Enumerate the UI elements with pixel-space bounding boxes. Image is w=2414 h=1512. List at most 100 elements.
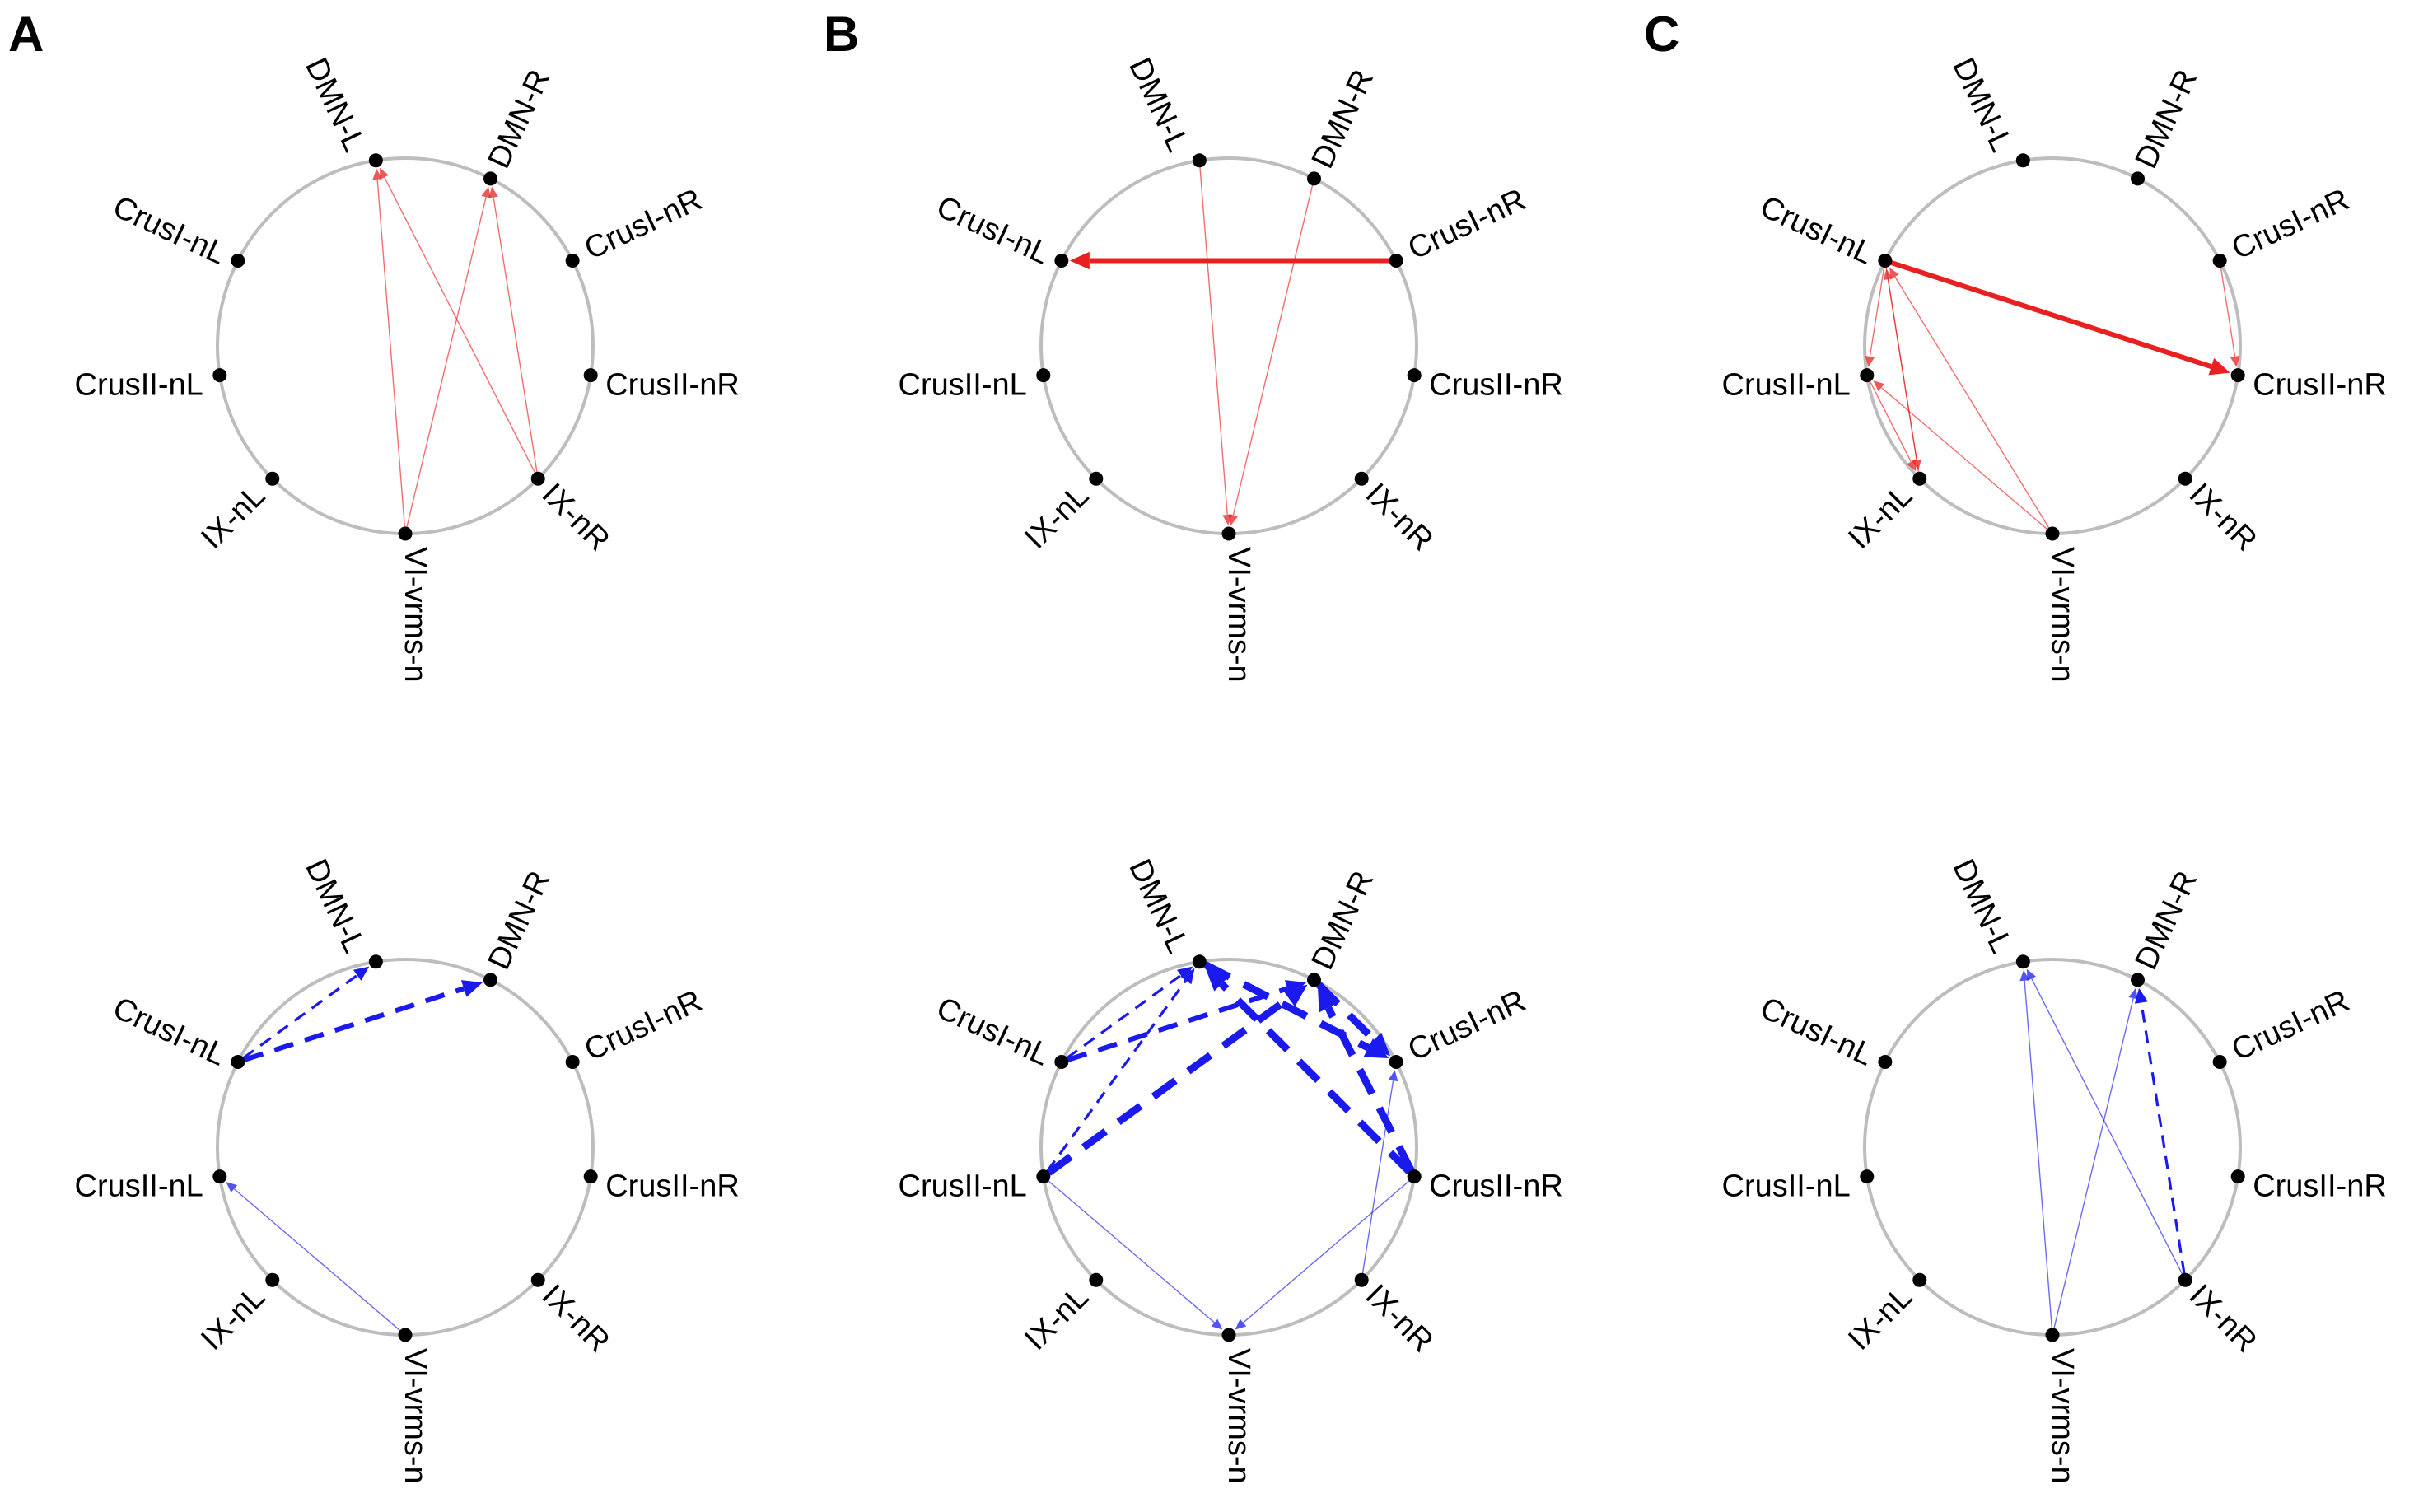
node-ix-nr [2178, 471, 2192, 486]
node-label-dmn-r: DMN-R [2129, 64, 2205, 174]
arrowhead-crusii-nr [2230, 356, 2240, 367]
arrowhead-vi-vrms-n [1235, 1318, 1247, 1330]
node-dmn-l [368, 954, 383, 969]
node-ix-nr [530, 1272, 545, 1287]
node-crusi-nr [1389, 253, 1403, 268]
node-label-crusii-nr: CrusII-nR [1429, 1169, 1563, 1204]
node-crusi-nl [231, 1054, 245, 1069]
node-ix-nl [1089, 471, 1104, 486]
node-label-crusi-nr: CrusI-nR [2226, 182, 2355, 266]
edge-crusii-nr-to-dmn-l [1219, 981, 1412, 1175]
node-dmn-r [1307, 171, 1322, 186]
arrowhead-ix-nl [1907, 460, 1917, 472]
node-label-dmn-r: DMN-R [2129, 866, 2205, 975]
node-vi-vrms-n [2045, 526, 2060, 541]
edge-vi-vrms-n-to-dmn-r [406, 197, 487, 528]
node-label-crusii-nl: CrusII-nL [75, 368, 203, 403]
node-crusi-nl [1054, 1054, 1069, 1069]
node-crusi-nr [565, 1054, 580, 1069]
arrowhead-dmn-l [353, 966, 370, 981]
node-crusii-nr [2230, 1169, 2245, 1184]
node-crusii-nr [583, 1169, 598, 1184]
edge-vi-vrms-n-to-dmn-l [2024, 980, 2053, 1329]
node-crusi-nl [1054, 253, 1069, 268]
node-label-vi-vrms-n: VI-vrms-n [2045, 1348, 2080, 1484]
node-label-ix-nl: IX-nL [1018, 1280, 1095, 1357]
node-crusii-nl [212, 1169, 227, 1184]
edge-crusii-nr-to-vi-vrms-n [1243, 1180, 1410, 1323]
arrowhead-dmn-r [460, 980, 483, 997]
node-dmn-r [483, 171, 498, 186]
node-label-vi-vrms-n: VI-vrms-n [398, 1348, 432, 1484]
node-crusi-nl [231, 253, 245, 268]
node-vi-vrms-n [1221, 1328, 1236, 1342]
node-label-crusii-nr: CrusII-nR [605, 1169, 740, 1204]
edge-crusi-nl-to-dmn-r [1067, 986, 1289, 1062]
arrowhead-dmn-l [1180, 968, 1195, 985]
node-label-ix-nr: IX-nR [1359, 477, 1440, 558]
node-label-dmn-l: DMN-L [1122, 854, 1195, 959]
arrowhead-dmn-l [379, 167, 389, 180]
edge-vi-vrms-n-to-crusi-nl [1894, 276, 2050, 529]
node-dmn-r [483, 973, 498, 987]
arrowhead-dmn-r [1282, 984, 1308, 1007]
node-label-crusi-nl: CrusI-nL [932, 189, 1055, 272]
connectivity-graphs: DMN-L DMN-R CrusI-nR CrusII-nR IX-nR VI-vrms-… [75, 53, 2387, 1484]
node-crusii-nr [2230, 368, 2245, 383]
node-crusi-nl [1878, 253, 1893, 268]
node-label-vi-vrms-n: VI-vrms-n [2045, 547, 2080, 683]
arrowhead-dmn-l [2026, 968, 2036, 981]
arrowhead-crusii-nr [2208, 357, 2230, 376]
node-ix-nr [2178, 1272, 2192, 1287]
node-label-dmn-r: DMN-R [482, 866, 558, 975]
arrowhead-crusii-nl [1865, 356, 1875, 367]
arrowhead-vi-vrms-n [1211, 1318, 1223, 1330]
node-crusi-nl [1878, 1054, 1893, 1069]
node-label-crusi-nl: CrusI-nL [1755, 189, 1879, 272]
edge-ix-nr-to-dmn-l [2031, 978, 2183, 1275]
node-label-ix-nl: IX-nL [194, 478, 272, 556]
edge-vi-vrms-n-to-dmn-l [376, 179, 406, 528]
node-crusii-nl [1860, 368, 1875, 383]
node-crusi-nr [565, 253, 580, 268]
node-label-crusii-nl: CrusII-nL [1722, 1169, 1851, 1204]
node-label-crusii-nl: CrusII-nL [899, 368, 1027, 403]
node-label-ix-nl: IX-nL [1018, 478, 1095, 556]
node-label-crusii-nl: CrusII-nL [75, 1169, 203, 1204]
node-vi-vrms-n [398, 526, 413, 541]
arrowhead-dmn-r [481, 186, 491, 198]
node-label-crusi-nl: CrusI-nL [108, 189, 231, 272]
node-label-ix-nl: IX-nL [1842, 478, 1919, 556]
node-crusii-nl [1036, 1169, 1051, 1184]
edge-ix-nr-to-dmn-l [384, 176, 536, 474]
node-crusii-nl [1036, 368, 1051, 383]
node-label-ix-nr: IX-nR [2183, 477, 2263, 558]
node-crusii-nr [1407, 1169, 1422, 1184]
edge-crusi-nl-to-crusii-nl [1869, 267, 1885, 357]
node-vi-vrms-n [398, 1328, 413, 1342]
node-label-crusi-nl: CrusI-nL [1755, 991, 1879, 1073]
node-vi-vrms-n [1221, 526, 1236, 541]
arrowhead-dmn-l [372, 168, 382, 180]
node-dmn-r [2131, 973, 2146, 987]
edge-crusi-nl-to-crusii-nr [1890, 260, 2212, 370]
node-label-vi-vrms-n: VI-vrms-n [1221, 547, 1256, 683]
arrowhead-crusi-nr [1366, 1032, 1391, 1057]
panel-letter-a: A [8, 7, 44, 62]
node-ix-nl [265, 471, 280, 486]
arrowhead-crusi-nl [1889, 268, 1899, 280]
node-label-crusii-nr: CrusII-nR [2253, 1169, 2387, 1204]
node-crusii-nr [1407, 368, 1422, 383]
arrowhead-crusi-nl [1883, 268, 1893, 281]
edge-crusi-nl-to-dmn-r [243, 986, 465, 1062]
edge-vi-vrms-n-to-crusii-nl [233, 1188, 401, 1332]
node-label-ix-nr: IX-nR [1359, 1278, 1440, 1359]
edge-ix-nl-to-crusi-nl [1887, 279, 1920, 473]
node-label-crusi-nl: CrusI-nL [108, 991, 231, 1073]
node-label-ix-nl: IX-nL [1842, 1280, 1919, 1357]
edge-ix-nr-to-crusi-nr [1361, 1080, 1394, 1274]
node-ix-nr [1354, 1272, 1369, 1287]
node-label-crusii-nl: CrusII-nL [1722, 368, 1851, 403]
node-dmn-r [2131, 171, 2146, 186]
